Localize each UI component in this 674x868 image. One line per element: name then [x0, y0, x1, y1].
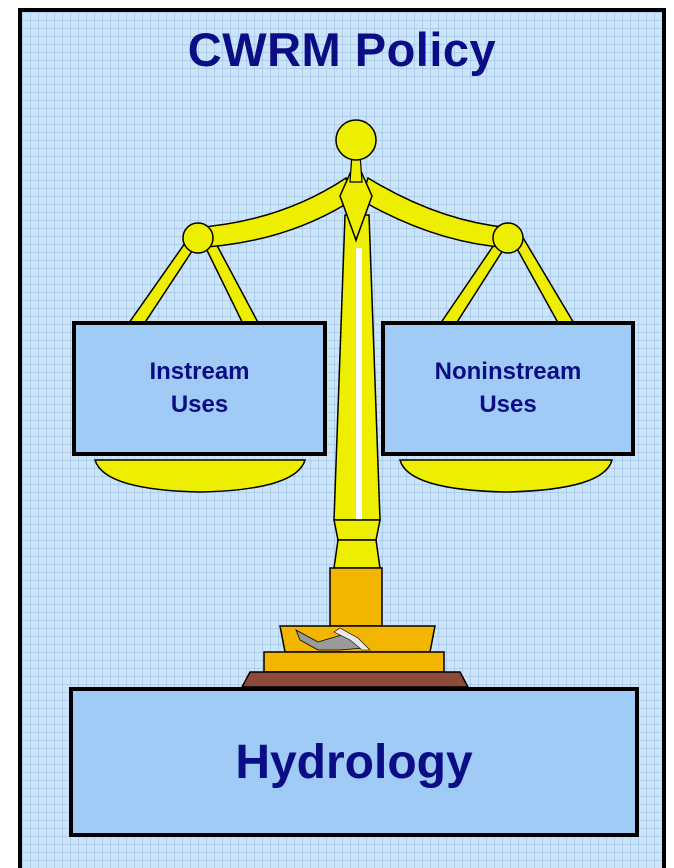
right-pan-dish [399, 459, 613, 493]
noninstream-uses-line1: Noninstream [434, 358, 582, 386]
noninstream-uses-box: Noninstream Uses [381, 321, 635, 456]
instream-uses-line2: Uses [170, 390, 229, 418]
scale-pedestal [240, 567, 470, 688]
hydrology-foundation-box: Hydrology [69, 687, 639, 837]
instream-uses-line1: Instream [149, 358, 250, 386]
hydrology-label: Hydrology [235, 735, 473, 789]
scale-pillar [333, 214, 381, 569]
left-pan-dish [93, 459, 307, 493]
beam-end-right [492, 222, 524, 254]
diagram-title: CWRM Policy [187, 23, 497, 76]
beam-end-left [182, 222, 214, 254]
instream-uses-box: Instream Uses [72, 321, 327, 456]
beam-center-diamond [339, 158, 373, 243]
noninstream-uses-line2: Uses [479, 390, 537, 418]
top-finial [335, 119, 377, 161]
